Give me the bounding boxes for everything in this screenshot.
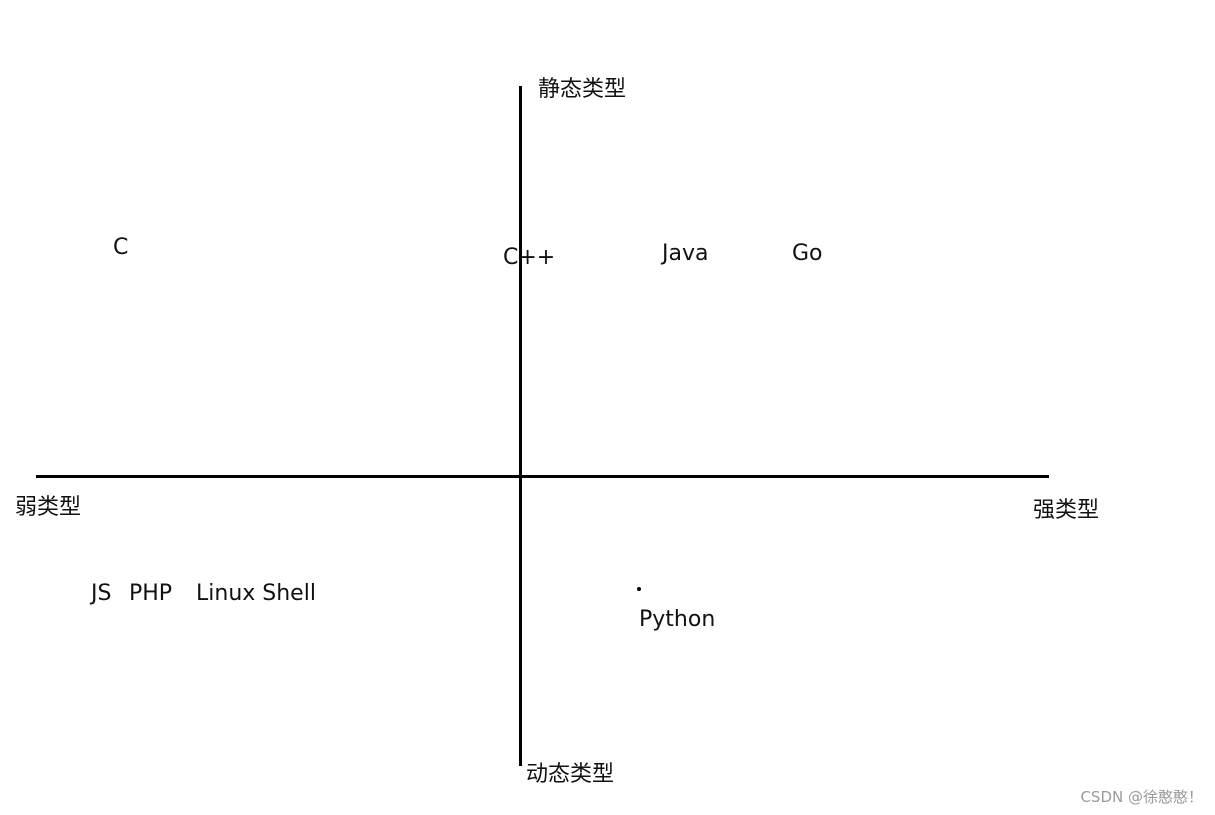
language-cpp: C++ — [503, 245, 556, 270]
language-php: PHP — [129, 581, 173, 606]
stray-dot — [637, 587, 641, 591]
language-js: JS — [91, 581, 112, 606]
axis-label-dynamic: 动态类型 — [526, 762, 615, 787]
axis-label-weak: 弱类型 — [15, 495, 82, 520]
language-linux-shell: Linux Shell — [196, 581, 316, 606]
vertical-axis — [519, 86, 522, 766]
axis-label-static: 静态类型 — [538, 77, 627, 102]
language-c: C — [113, 235, 129, 260]
language-python: Python — [639, 607, 716, 632]
horizontal-axis — [36, 475, 1049, 478]
axis-label-strong: 强类型 — [1033, 498, 1100, 523]
language-go: Go — [792, 241, 823, 266]
language-java: Java — [662, 241, 709, 266]
watermark: CSDN @徐憨憨！ — [1080, 788, 1203, 806]
